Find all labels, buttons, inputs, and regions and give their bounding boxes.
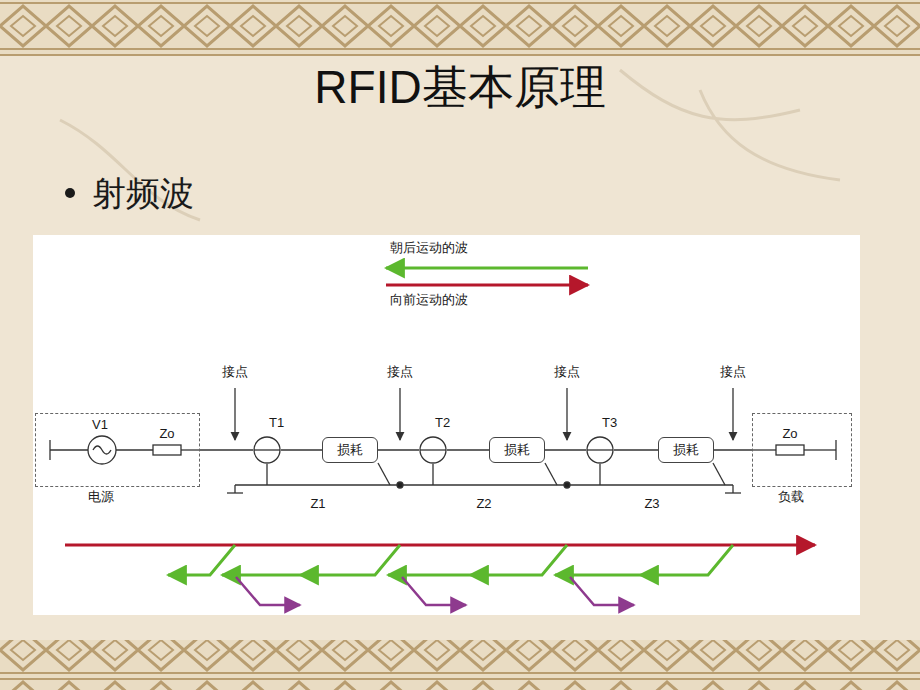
transmission-line: T1 bbox=[253, 436, 281, 464]
loss-label: 损耗 bbox=[504, 442, 530, 458]
coax-symbol bbox=[253, 436, 281, 464]
line-name: T1 bbox=[269, 415, 284, 431]
loss-box: 损耗 bbox=[658, 437, 714, 463]
wire bbox=[447, 449, 489, 450]
junction-dot bbox=[564, 482, 570, 488]
loss-label: 损耗 bbox=[673, 442, 699, 458]
loss-box: 损耗 bbox=[322, 437, 378, 463]
source-box: 电源 bbox=[35, 413, 200, 487]
impedance-label: Zo bbox=[782, 426, 797, 442]
load-box: 负载 bbox=[752, 413, 852, 487]
wire bbox=[200, 449, 253, 450]
backward-wave-sample bbox=[386, 267, 588, 270]
junction-dot bbox=[397, 482, 403, 488]
impedance-label: Zo bbox=[159, 426, 174, 442]
wire bbox=[545, 449, 586, 450]
loss-label: 损耗 bbox=[337, 442, 363, 458]
forward-wave-sample bbox=[386, 284, 588, 287]
transmission-line: T3 bbox=[586, 436, 614, 464]
bullet bbox=[65, 188, 75, 198]
box-caption: 负载 bbox=[778, 489, 804, 505]
junction-label: 接点 bbox=[554, 364, 580, 380]
resistor-symbol bbox=[776, 445, 804, 455]
line-name: T3 bbox=[602, 415, 617, 431]
impedance-label: Z2 bbox=[476, 496, 491, 512]
wave-reflection-sketch bbox=[65, 545, 815, 605]
legend-text: 向前运动的波 bbox=[390, 292, 468, 308]
diagram-panel bbox=[33, 235, 860, 615]
impedance-label: Z3 bbox=[644, 496, 659, 512]
wire bbox=[378, 449, 419, 450]
legend-text: 朝后运动的波 bbox=[390, 240, 468, 256]
slide-title: RFID基本原理 bbox=[0, 60, 920, 115]
junction-label: 接点 bbox=[387, 364, 413, 380]
box-caption: 电源 bbox=[88, 489, 114, 505]
resistor-symbol bbox=[153, 445, 181, 455]
wire bbox=[281, 449, 322, 450]
wire bbox=[614, 449, 658, 450]
transmission-line: T2 bbox=[419, 436, 447, 464]
voltage-source bbox=[50, 436, 153, 464]
ground-conductor bbox=[227, 463, 741, 493]
junction-pointer bbox=[566, 388, 567, 440]
source-name: V1 bbox=[92, 417, 108, 433]
junction-label: 接点 bbox=[720, 364, 746, 380]
wire bbox=[714, 449, 752, 450]
impedance-label: Z1 bbox=[310, 496, 325, 512]
bullet-text: 射频波 bbox=[92, 173, 194, 214]
line-name: T2 bbox=[435, 415, 450, 431]
coax-symbol bbox=[586, 436, 614, 464]
coax-symbol bbox=[419, 436, 447, 464]
junction-pointer bbox=[234, 388, 235, 440]
junction-label: 接点 bbox=[222, 364, 248, 380]
junction-pointer bbox=[399, 388, 400, 440]
junction-pointer bbox=[732, 388, 733, 440]
loss-box: 损耗 bbox=[489, 437, 545, 463]
